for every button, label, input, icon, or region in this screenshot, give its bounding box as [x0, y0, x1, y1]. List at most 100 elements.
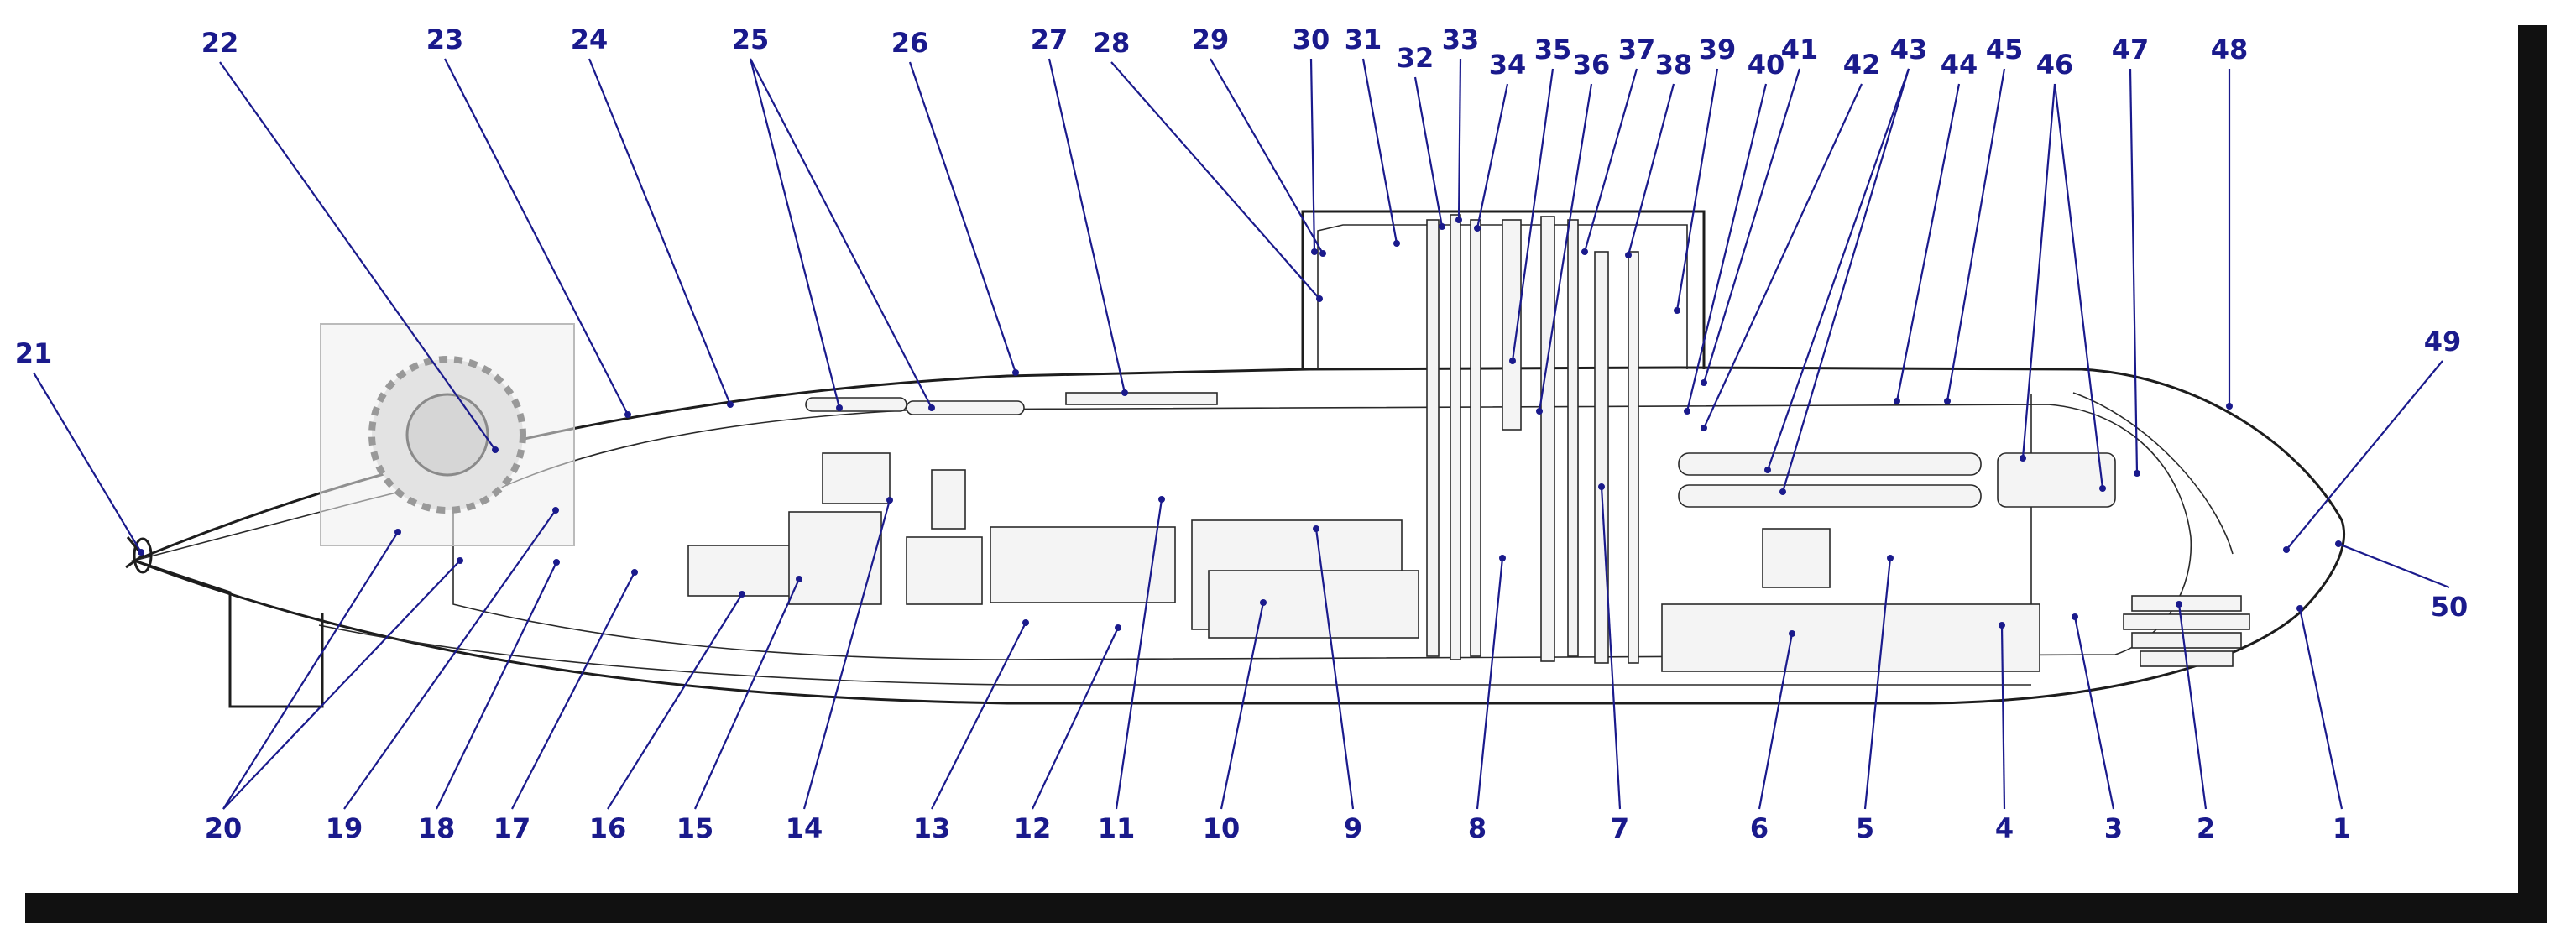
frame-shadow-right	[2518, 25, 2547, 904]
callout-label-5: 5	[1856, 812, 1874, 844]
leader-lines	[33, 58, 2450, 810]
leader-pointer-7	[1598, 483, 1605, 490]
leader-line-43-1	[1766, 68, 1910, 471]
leader-line-7	[1600, 486, 1622, 810]
leader-pointer-25-1	[836, 404, 843, 411]
leader-line-27	[1048, 58, 1126, 394]
callout-label-10: 10	[1203, 812, 1241, 844]
battery-compartments	[1208, 528, 2040, 672]
leader-line-36	[1538, 83, 1593, 412]
leader-line-41	[1702, 68, 1801, 384]
callout-label-30: 30	[1293, 23, 1330, 55]
leader-line-47	[2129, 68, 2139, 474]
leader-line-13	[931, 622, 1027, 810]
leader-pointer-43-1	[1764, 467, 1771, 473]
callout-label-42: 42	[1843, 49, 1881, 81]
callout-label-27: 27	[1031, 23, 1069, 55]
leader-pointer-28	[1316, 295, 1323, 302]
leader-pointer-15	[796, 576, 802, 582]
leader-line-33	[1457, 58, 1462, 221]
callout-label-43: 43	[1890, 34, 1928, 65]
leader-pointer-42	[1701, 425, 1707, 431]
leader-pointer-20-1	[394, 529, 401, 535]
leader-line-37	[1583, 68, 1638, 253]
leader-pointer-30	[1311, 248, 1318, 255]
leader-line-20-1	[222, 531, 399, 810]
callout-label-17: 17	[494, 812, 531, 844]
callout-label-38: 38	[1655, 49, 1693, 81]
callout-label-33: 33	[1442, 23, 1480, 55]
leader-line-17	[511, 571, 635, 810]
leader-line-25-1	[749, 58, 841, 409]
leader-line-3	[2073, 616, 2115, 810]
callout-label-24: 24	[571, 23, 609, 55]
callout-label-31: 31	[1345, 23, 1382, 55]
leader-line-4	[2000, 624, 2006, 810]
leader-pointer-11	[1158, 496, 1165, 503]
leader-line-42	[1703, 83, 1863, 429]
leader-line-31	[1361, 58, 1398, 244]
leader-line-2	[2177, 603, 2208, 810]
leader-pointer-16	[739, 591, 745, 598]
callout-label-19: 19	[326, 812, 363, 844]
callout-label-25: 25	[732, 23, 770, 55]
leader-line-40	[1685, 83, 1768, 412]
frame-shadow-bottom	[25, 893, 2547, 923]
leader-line-22	[219, 61, 496, 451]
callout-label-1: 1	[2333, 812, 2351, 844]
leader-pointer-1	[2296, 605, 2303, 612]
callout-label-15: 15	[677, 812, 714, 844]
leader-line-21	[33, 372, 142, 553]
leader-pointer-41	[1701, 379, 1707, 386]
leader-line-26	[908, 61, 1017, 373]
callout-label-8: 8	[1468, 812, 1487, 844]
leader-pointer-6	[1789, 630, 1795, 637]
leader-pointer-46-1	[2020, 455, 2026, 462]
leader-pointer-18	[553, 559, 560, 566]
callout-label-4: 4	[1995, 812, 2014, 844]
callout-label-23: 23	[426, 23, 464, 55]
callout-label-20: 20	[205, 812, 243, 844]
leader-line-34	[1476, 83, 1509, 229]
callout-label-7: 7	[1611, 812, 1629, 844]
callout-label-49: 49	[2424, 326, 2462, 358]
leader-pointer-12	[1115, 624, 1121, 631]
leader-line-16	[607, 593, 743, 810]
sail-masts	[1426, 214, 1639, 664]
leader-line-32	[1413, 76, 1444, 227]
leader-line-46-2	[2053, 83, 2104, 489]
callout-label-22: 22	[201, 27, 239, 59]
leader-pointer-49	[2283, 546, 2290, 553]
leader-pointer-43-2	[1779, 488, 1786, 495]
gear-emblem-watermark	[320, 323, 575, 546]
leader-pointer-31	[1393, 240, 1400, 247]
leader-line-23	[444, 58, 629, 415]
callout-label-50: 50	[2431, 591, 2469, 623]
leader-pointer-46-2	[2099, 485, 2106, 492]
leader-pointer-22	[492, 446, 499, 453]
leader-pointer-34	[1474, 225, 1481, 232]
leader-pointer-19	[552, 507, 559, 514]
leader-pointer-2	[2176, 601, 2182, 608]
callout-label-36: 36	[1573, 49, 1611, 81]
callout-label-12: 12	[1014, 812, 1052, 844]
leader-line-14	[802, 499, 891, 810]
leader-pointer-9	[1313, 525, 1319, 532]
callout-label-44: 44	[1941, 49, 1978, 81]
callout-label-6: 6	[1750, 812, 1769, 844]
callout-label-11: 11	[1098, 812, 1136, 844]
callout-label-2: 2	[2197, 812, 2215, 844]
leader-pointer-29	[1319, 250, 1326, 257]
leader-pointer-24	[727, 401, 734, 408]
leader-line-49	[2286, 360, 2443, 551]
leader-line-10	[1220, 602, 1265, 810]
leader-pointer-47	[2134, 470, 2140, 477]
leader-line-39	[1675, 68, 1719, 311]
callout-label-48: 48	[2211, 34, 2249, 65]
leader-line-19	[343, 509, 556, 810]
leader-pointer-35	[1509, 358, 1516, 364]
callout-label-46: 46	[2036, 49, 2074, 81]
callout-label-45: 45	[1986, 34, 2024, 65]
leader-pointer-45	[1944, 398, 1951, 404]
leader-pointer-14	[886, 497, 893, 504]
